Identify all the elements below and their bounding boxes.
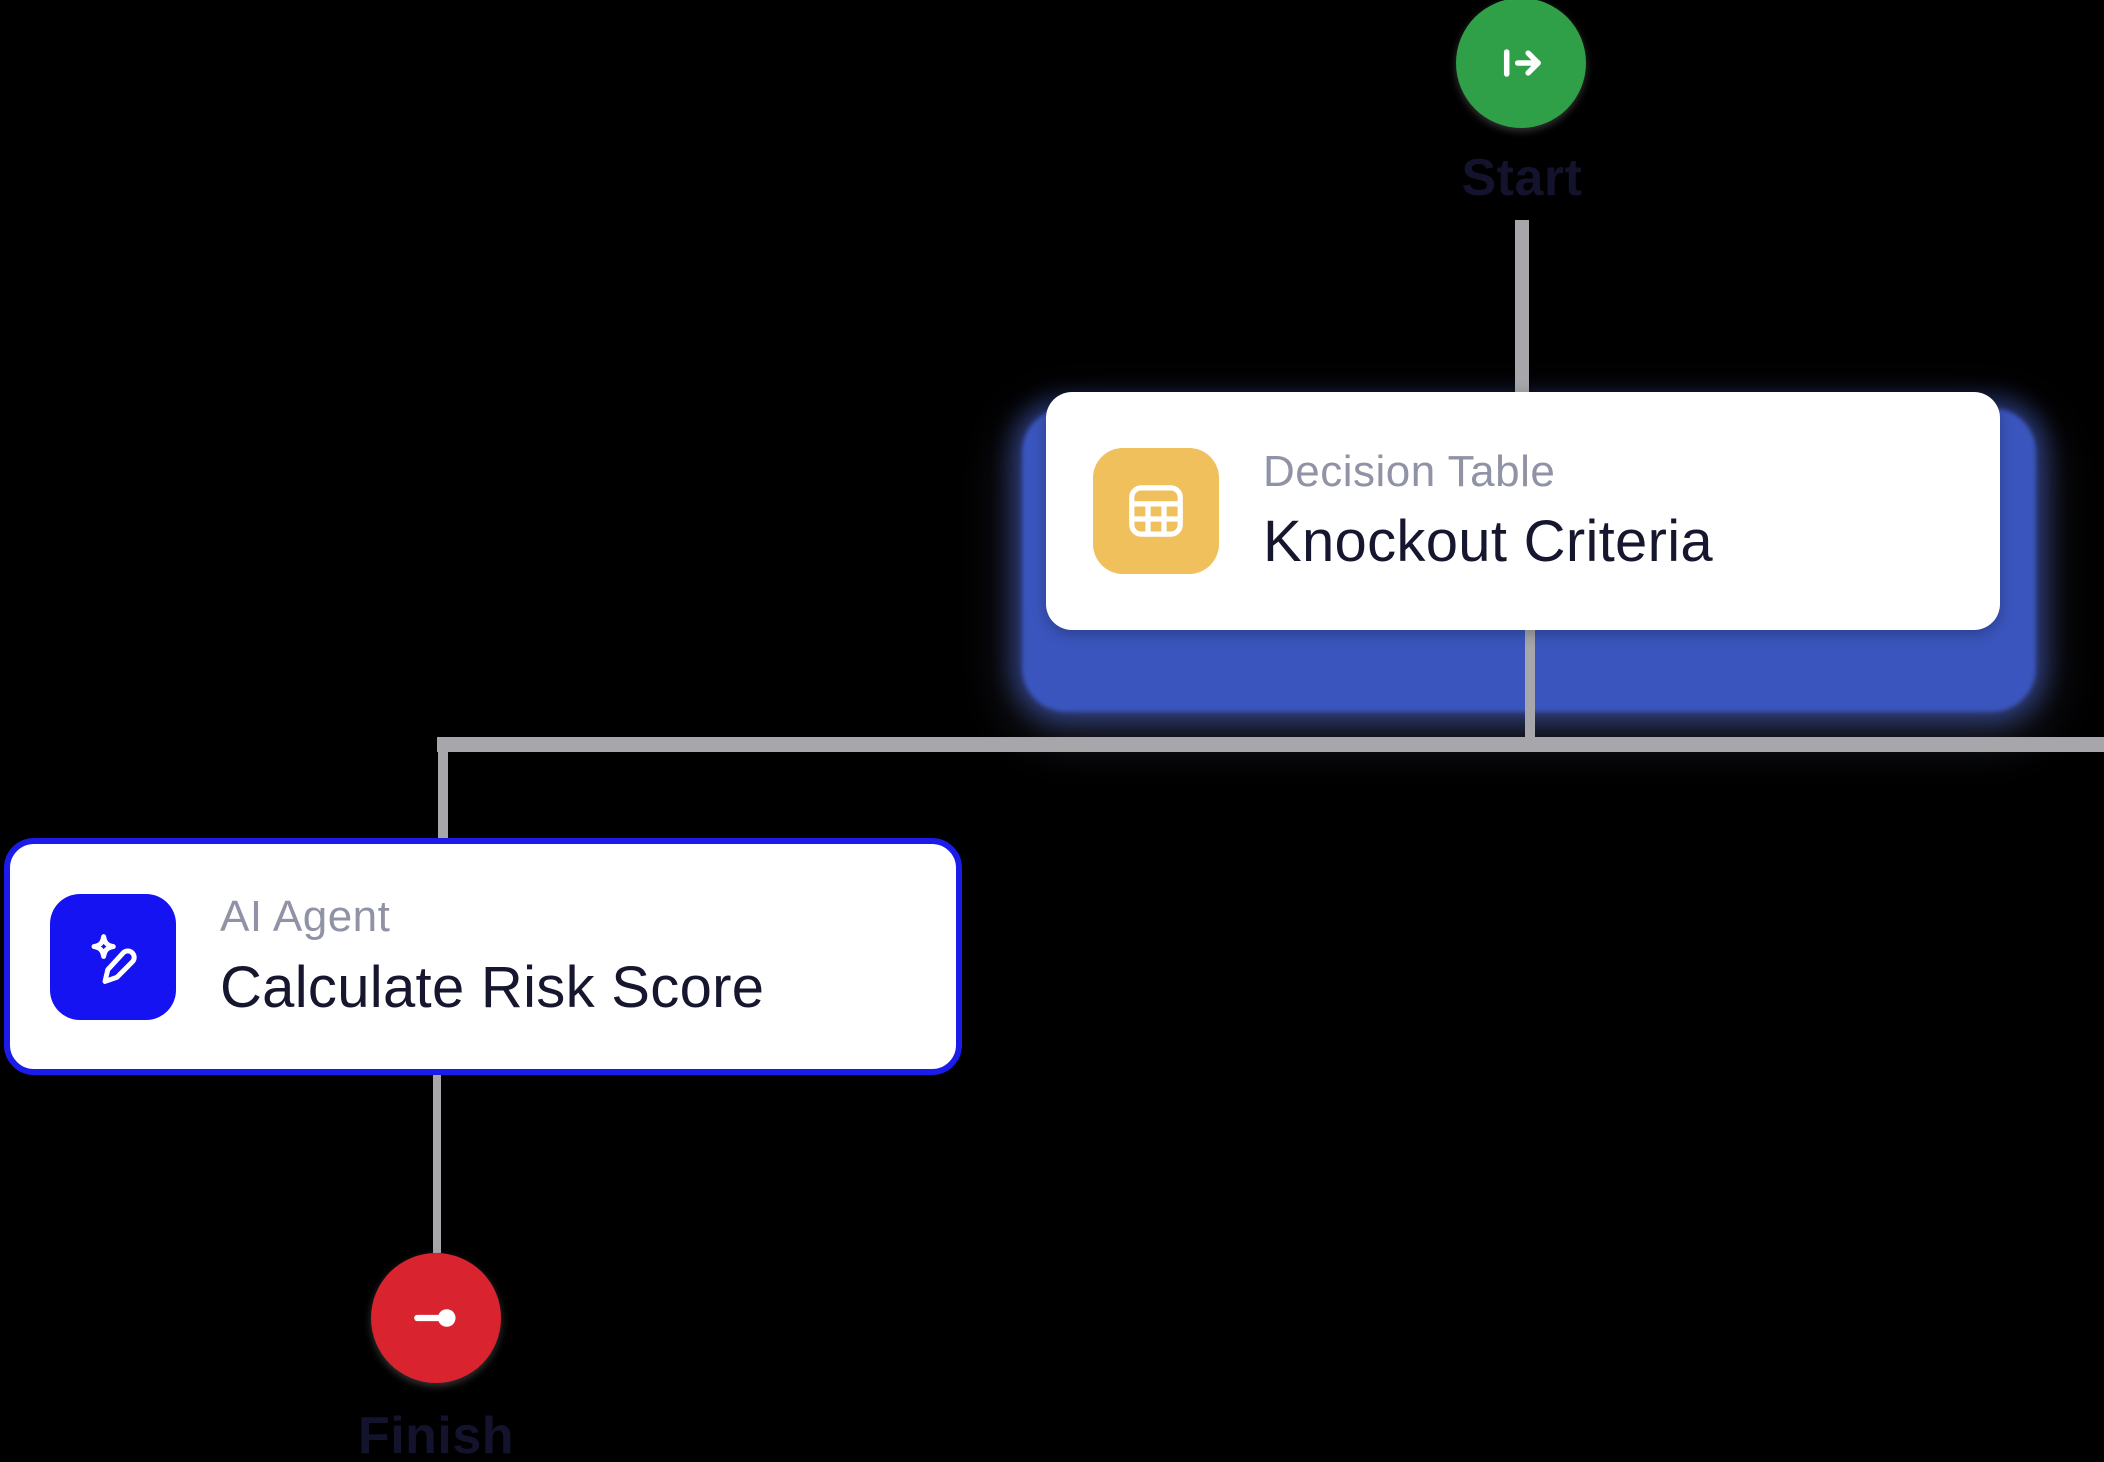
connector-start-to-decision [1515, 220, 1529, 392]
connector-ai-agent-to-finish [433, 1075, 441, 1253]
finish-dot-icon [403, 1285, 469, 1351]
start-node[interactable] [1456, 0, 1586, 128]
ai-agent-node-type-label: AI Agent [220, 892, 391, 942]
decision-table-node[interactable]: Decision Table Knockout Criteria [1046, 392, 2000, 630]
decision-node-title: Knockout Criteria [1263, 509, 1713, 575]
table-grid-icon [1093, 448, 1219, 574]
finish-node-label: Finish [357, 1407, 515, 1462]
finish-node[interactable] [371, 1253, 501, 1383]
start-arrow-icon [1488, 30, 1554, 96]
ai-agent-node[interactable]: AI Agent Calculate Risk Score [4, 838, 962, 1075]
connector-branch-to-ai-agent [438, 752, 448, 838]
ai-agent-node-title: Calculate Risk Score [220, 954, 765, 1020]
connector-branch-horizontal [437, 737, 2104, 752]
decision-node-type-label: Decision Table [1263, 446, 1556, 496]
start-node-label: Start [1461, 149, 1583, 207]
sparkle-pencil-icon [50, 893, 176, 1020]
connector-decision-down [1525, 630, 1535, 738]
